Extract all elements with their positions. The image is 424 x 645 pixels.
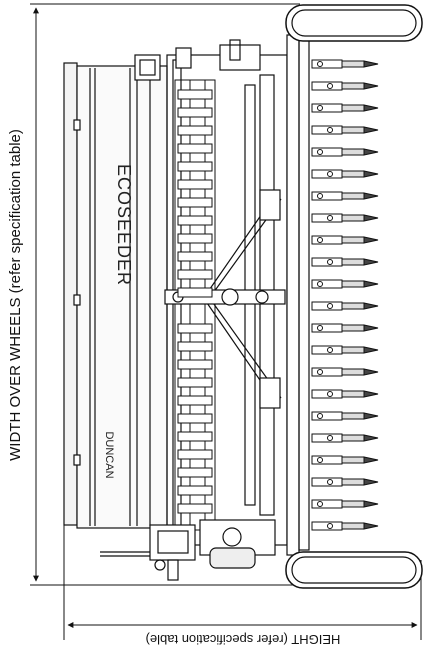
metering-tube <box>177 323 213 334</box>
metering-tube <box>177 431 213 442</box>
seeding-unit <box>311 301 379 311</box>
seeding-unit <box>311 389 379 399</box>
seeding-unit <box>311 103 379 113</box>
brand-duncan: DUNCAN <box>103 431 115 478</box>
seeding-unit <box>311 455 379 465</box>
metering-tube <box>177 125 213 136</box>
seeding-unit <box>311 345 379 355</box>
metering-tube <box>177 341 213 352</box>
metering-tube <box>177 197 213 208</box>
metering-tube <box>177 377 213 388</box>
seeding-unit <box>311 499 379 509</box>
seeding-unit <box>311 81 379 91</box>
seeding-unit <box>311 125 379 135</box>
seeding-unit <box>311 213 379 223</box>
metering-tube <box>177 503 213 514</box>
width-dimension-label: WIDTH OVER WHEELS (refer specification t… <box>7 129 24 461</box>
metering-tube <box>177 179 213 190</box>
seeding-unit <box>311 147 379 157</box>
seeding-unit <box>311 477 379 487</box>
metering-tube <box>177 359 213 370</box>
seeding-unit <box>311 367 379 377</box>
metering-tubes <box>177 89 213 514</box>
metering-tube <box>177 449 213 460</box>
seeding-unit <box>311 257 379 267</box>
metering-tube <box>177 413 213 424</box>
seeding-units <box>311 59 379 531</box>
metering-tube <box>177 395 213 406</box>
seeding-unit <box>311 59 379 69</box>
metering-tube <box>177 143 213 154</box>
seeding-unit <box>311 521 379 531</box>
seeding-unit <box>311 433 379 443</box>
metering-tube <box>177 233 213 244</box>
seeding-unit <box>311 191 379 201</box>
metering-tube <box>177 107 213 118</box>
metering-tube <box>177 251 213 262</box>
metering-tube <box>177 89 213 100</box>
brand-ecoseeder: ECOSEEDER <box>114 164 134 286</box>
width-dimension <box>30 3 300 586</box>
machine-body <box>63 4 423 589</box>
metering-tube <box>177 485 213 496</box>
metering-tube <box>177 161 213 172</box>
seeding-unit <box>311 411 379 421</box>
height-dimension-label: HEIGHT (refer specification table) <box>146 632 341 645</box>
seeding-unit <box>311 235 379 245</box>
metering-tube <box>177 269 213 280</box>
seeding-unit <box>311 279 379 289</box>
metering-tube <box>177 467 213 478</box>
metering-tube <box>177 287 213 298</box>
seeding-unit <box>311 169 379 179</box>
seeding-unit <box>311 323 379 333</box>
metering-tube <box>177 215 213 226</box>
